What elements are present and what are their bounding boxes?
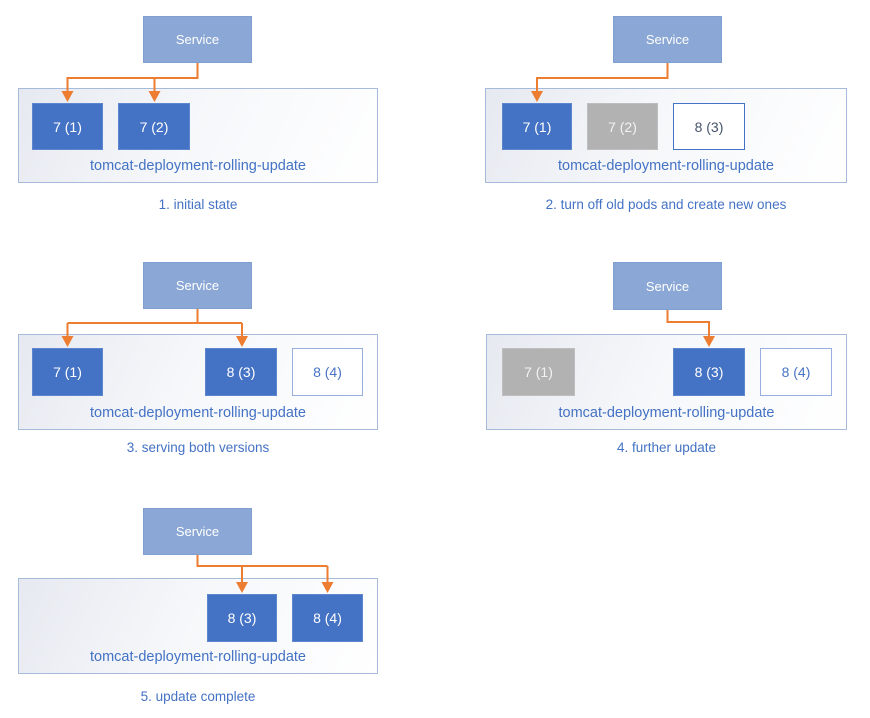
pod-7-2: 7 (2) [118,103,190,150]
pod-7-1: 7 (1) [502,103,572,150]
connector-panel-3 [66,309,243,337]
service-box-4: Service [613,262,722,310]
service-box-5: Service [143,508,252,555]
caption-step-5: 5. update complete [140,689,256,704]
caption-step-4: 4. further update [616,440,717,455]
deployment-label-1: tomcat-deployment-rolling-update [90,158,306,174]
pod-7-1: 7 (1) [32,348,103,396]
pod-7-1: 7 (1) [502,348,575,396]
service-box-1: Service [143,16,252,63]
pod-8-3: 8 (3) [207,594,277,642]
caption-step-2: 2. turn off old pods and create new ones [545,197,787,212]
caption-step-1: 1. initial state [158,197,238,212]
pod-8-4: 8 (4) [292,594,363,642]
pod-7-1: 7 (1) [32,103,103,150]
deployment-label-5: tomcat-deployment-rolling-update [90,649,306,665]
connector-panel-4 [666,310,710,337]
pod-8-4: 8 (4) [760,348,832,396]
service-box-3: Service [143,262,252,309]
service-box-2: Service [613,16,722,63]
pod-8-3: 8 (3) [673,103,745,150]
pod-8-4: 8 (4) [292,348,363,396]
caption-step-3: 3. serving both versions [126,440,270,455]
pod-7-2: 7 (2) [587,103,658,150]
pod-8-3: 8 (3) [673,348,745,396]
deployment-label-2: tomcat-deployment-rolling-update [558,158,774,174]
deployment-label-4: tomcat-deployment-rolling-update [558,405,775,421]
deployment-label-3: tomcat-deployment-rolling-update [90,405,306,421]
pod-8-3: 8 (3) [205,348,277,396]
